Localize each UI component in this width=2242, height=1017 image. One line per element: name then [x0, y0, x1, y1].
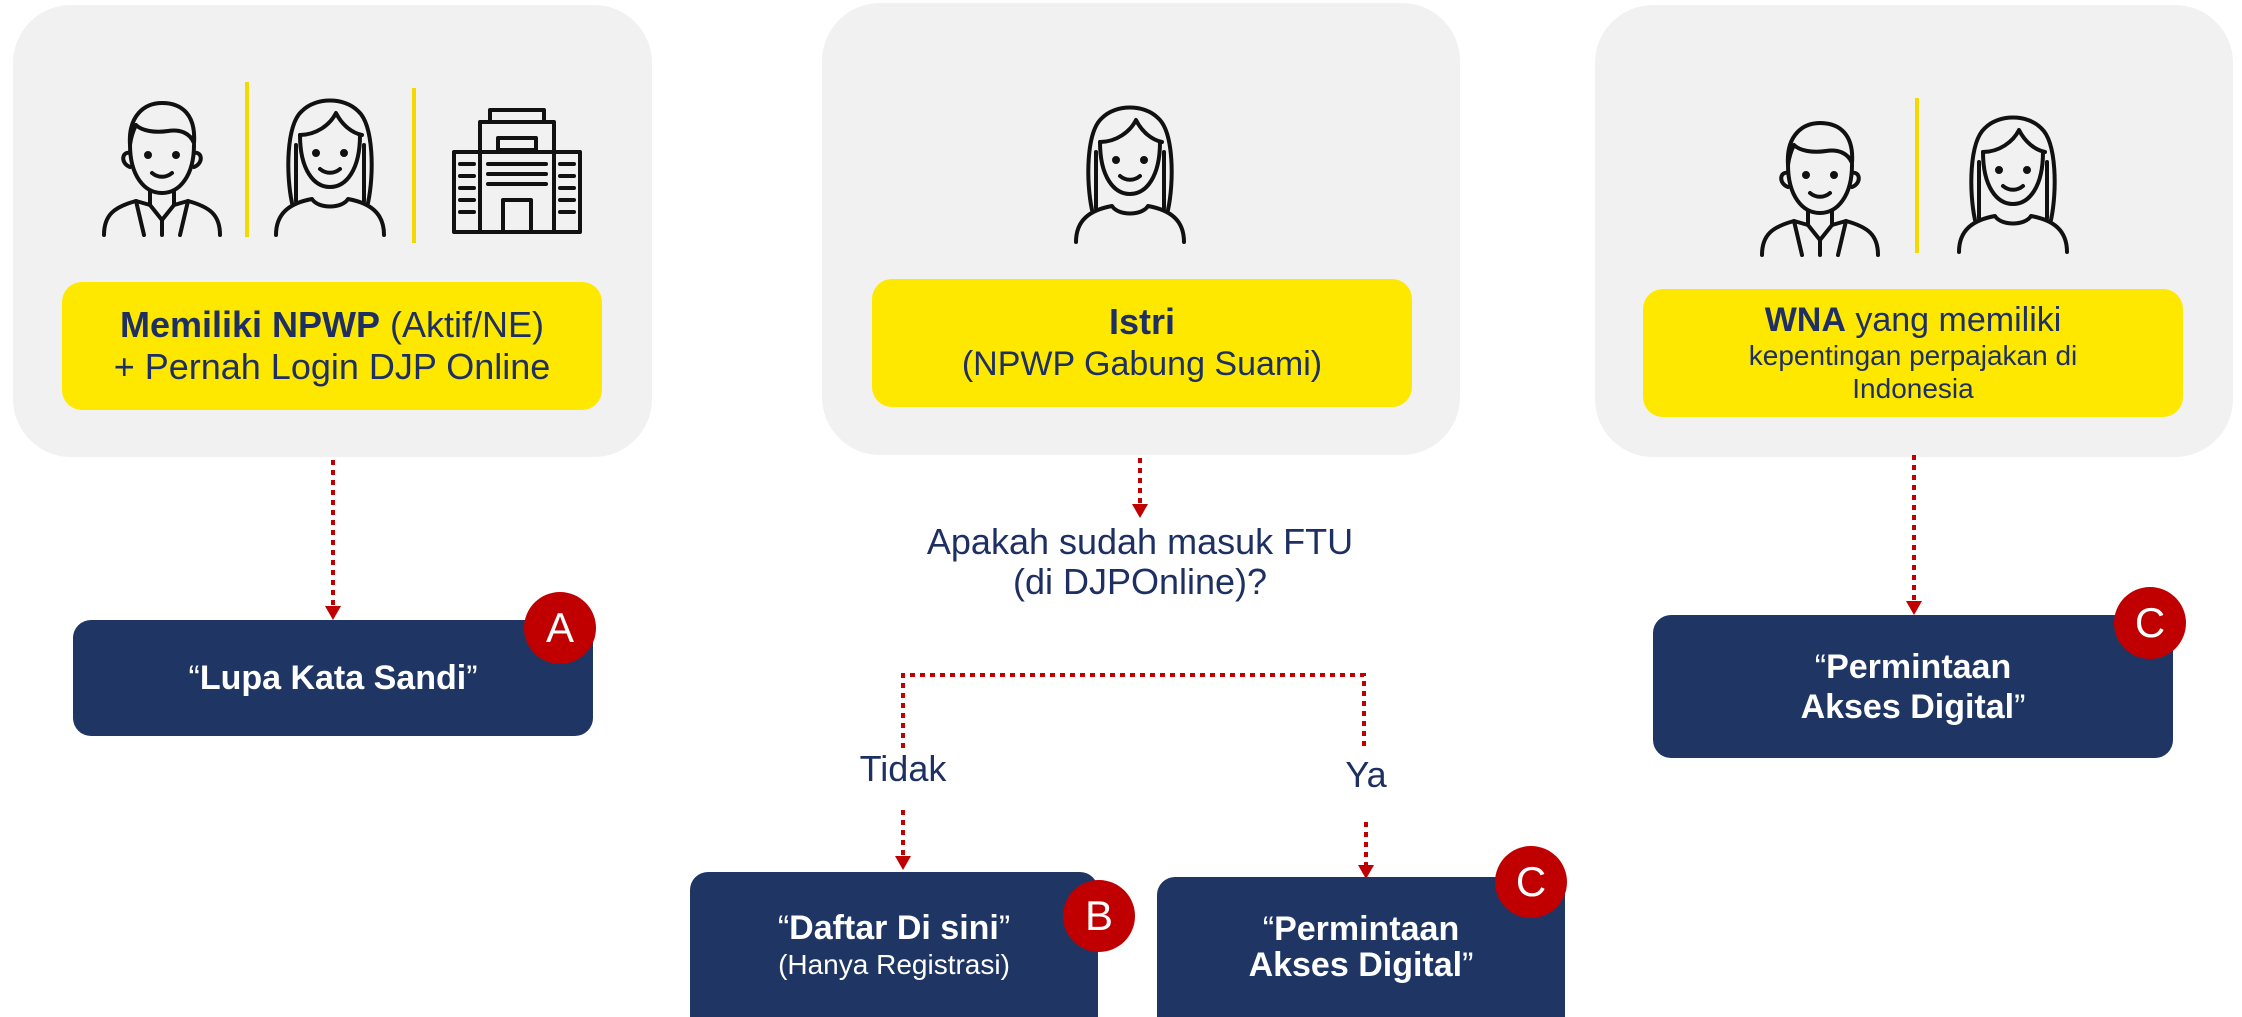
- quote-close: ”: [2014, 687, 2026, 726]
- man-icon: [102, 101, 222, 237]
- woman-icon: [274, 98, 386, 237]
- daftar-di-sini-sub: (Hanya Registrasi): [778, 948, 1010, 980]
- right-criteria-bold: WNA: [1764, 301, 1846, 339]
- lupa-kata-sandi-box[interactable]: “Lupa Kata Sandi”: [73, 620, 593, 736]
- ftu-question-line1: Apakah sudah masuk FTU: [926, 521, 1354, 562]
- ftu-question-line2: (di DJPOnline)?: [1012, 561, 1268, 602]
- badge-b: B: [1063, 880, 1135, 952]
- left-criteria-bold: Memiliki NPWP: [119, 304, 381, 345]
- man-icon: [1760, 121, 1880, 257]
- right-criteria-line3: Indonesia: [1852, 373, 1974, 404]
- daftar-di-sini-label: Daftar Di sini: [789, 908, 999, 947]
- quote-close: ”: [1462, 946, 1474, 984]
- badge-c: C: [2114, 587, 2186, 659]
- middle-criteria-title: Istri: [1108, 301, 1176, 342]
- quote-open: “: [188, 658, 200, 697]
- badge-a: A: [524, 592, 596, 664]
- woman-icon: [1957, 115, 2069, 254]
- divider-line: [245, 82, 249, 237]
- quote-close: ”: [466, 658, 478, 697]
- right-criteria-box: WNA yang memiliki kepentingan perpajakan…: [1643, 289, 2183, 417]
- ftu-question: Apakah sudah masuk FTU (di DJPOnline)?: [850, 522, 1430, 602]
- akses-digital-line2: Akses Digital: [1248, 946, 1463, 984]
- yes-label: Ya: [1345, 754, 1387, 795]
- lupa-kata-sandi-label: Lupa Kata Sandi: [199, 658, 467, 697]
- badge-c: C: [1495, 846, 1567, 918]
- right-criteria-line2: kepentingan perpajakan di: [1748, 340, 2078, 371]
- quote-open: “: [1262, 910, 1275, 948]
- divider-line: [1915, 98, 1919, 253]
- permintaan-akses-digital-box-right[interactable]: “Permintaan Akses Digital”: [1653, 615, 2173, 758]
- woman-icon: [1074, 105, 1186, 244]
- permintaan-akses-digital-box-middle[interactable]: “Permintaan Akses Digital”: [1157, 877, 1565, 1017]
- quote-close: ”: [998, 908, 1011, 947]
- quote-open: “: [777, 908, 790, 947]
- building-icon: [452, 108, 582, 234]
- left-criteria-rest: (Aktif/NE): [380, 304, 545, 345]
- permintaan-line1: Permintaan: [1274, 910, 1460, 948]
- middle-criteria-box: Istri (NPWP Gabung Suami): [872, 279, 1412, 407]
- left-criteria-line2: + Pernah Login DJP Online: [113, 346, 551, 387]
- divider-line: [412, 88, 416, 243]
- no-label: Tidak: [859, 748, 947, 789]
- quote-open: “: [1814, 647, 1827, 686]
- daftar-di-sini-box[interactable]: “Daftar Di sini” (Hanya Registrasi): [690, 872, 1098, 1017]
- akses-digital-line2: Akses Digital: [1800, 687, 2015, 726]
- right-criteria-rest: yang memiliki: [1845, 301, 2062, 339]
- middle-criteria-subtitle: (NPWP Gabung Suami): [961, 345, 1323, 383]
- left-criteria-box: Memiliki NPWP (Aktif/NE) + Pernah Login …: [62, 282, 602, 410]
- permintaan-line1: Permintaan: [1826, 647, 2012, 686]
